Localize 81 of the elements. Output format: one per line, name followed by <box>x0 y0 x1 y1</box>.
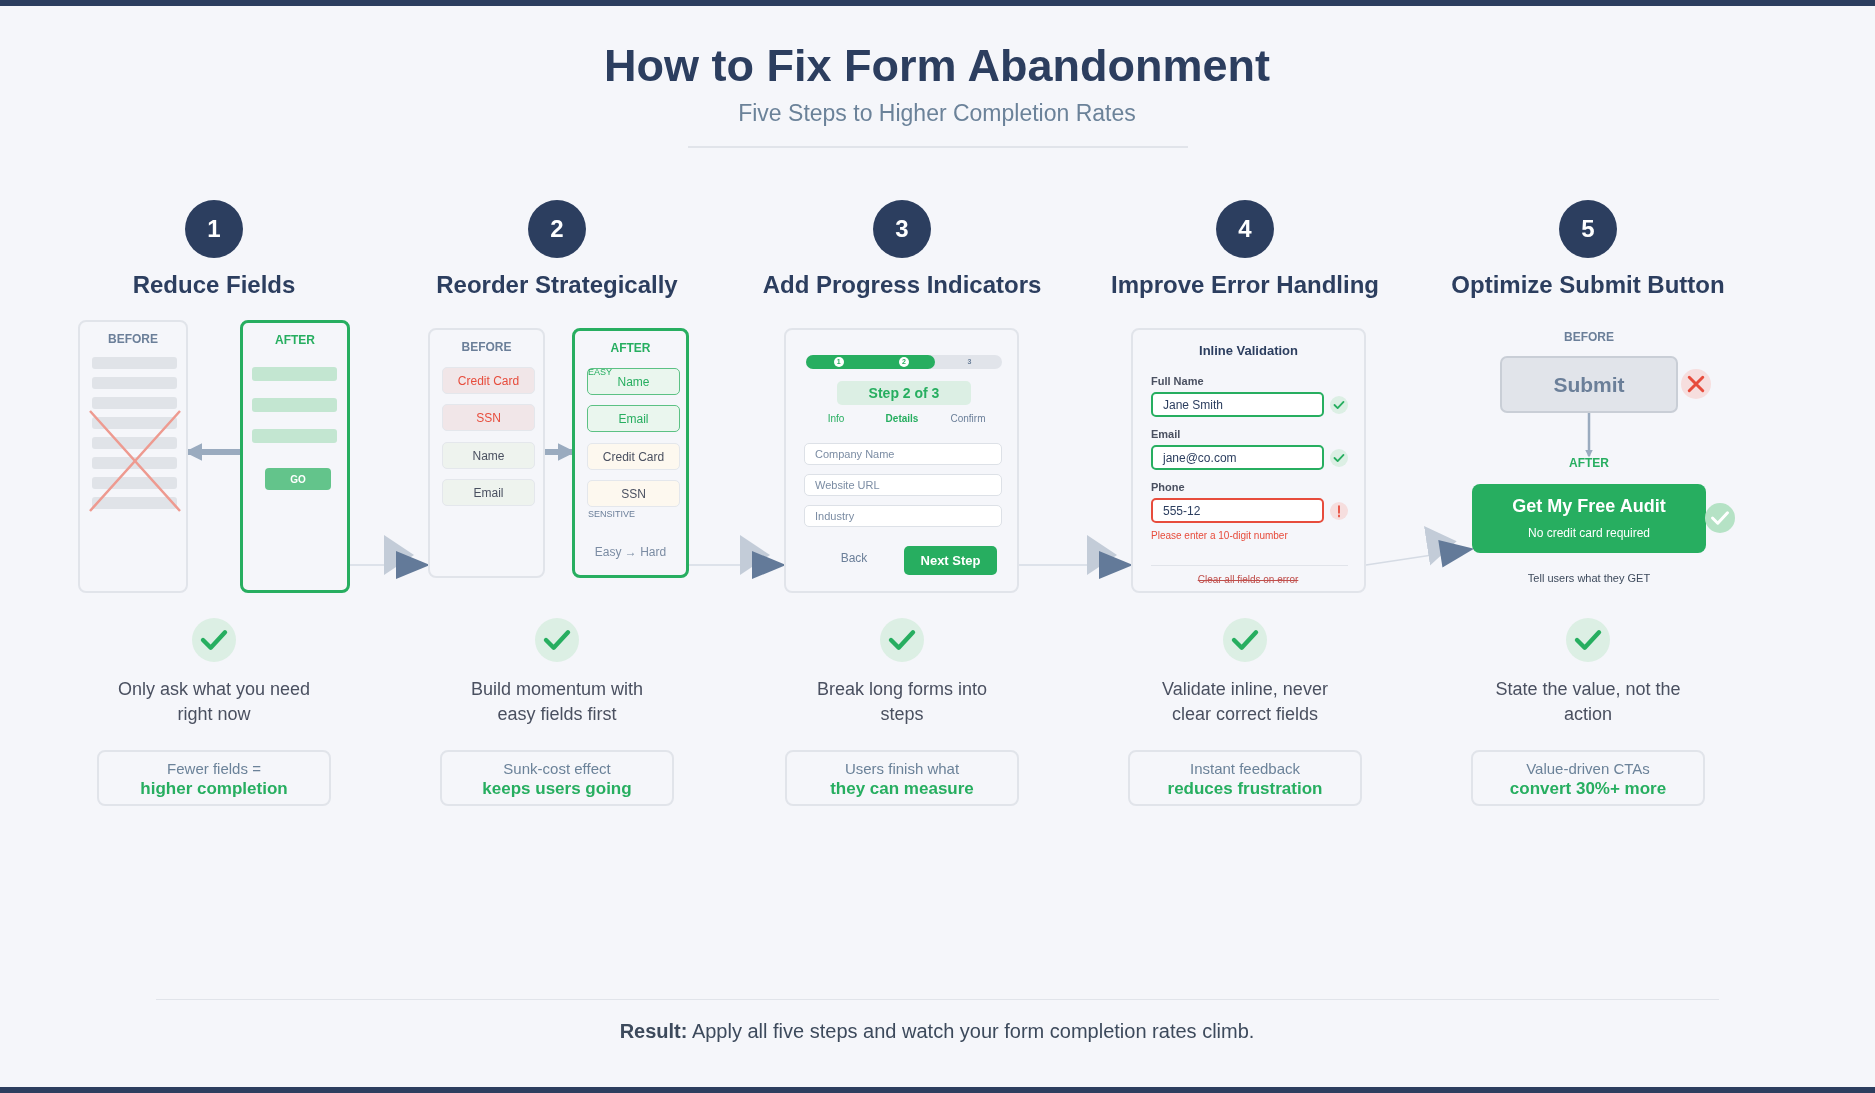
step-label: Info <box>827 413 845 424</box>
panel-heading: BEFORE <box>107 332 159 346</box>
panel-heading: BEFORE <box>460 340 513 354</box>
after-label: AFTER <box>1569 456 1609 470</box>
result-highlight: higher completion <box>140 779 288 799</box>
result-note: Fewer fields = <box>167 760 261 777</box>
step-counter: Step 2 of 3 <box>837 381 971 405</box>
step-number-badge: 1 <box>185 200 243 258</box>
panel-note: Easy → Hard <box>594 545 667 559</box>
field-label: Email <box>1151 428 1181 440</box>
form-field <box>587 368 680 395</box>
result-highlight: they can measure <box>830 779 974 799</box>
subtitle: Five Steps to Higher Completion Rates <box>738 100 1136 127</box>
mockup-card <box>784 328 1019 593</box>
step-description: State the value, not the action <box>1494 678 1682 726</box>
form-field: Email <box>587 405 680 432</box>
progress-bar <box>806 355 1002 369</box>
result-highlight: keeps users going <box>482 779 632 799</box>
mockup-card <box>572 328 689 578</box>
step-description: Validate inline, never clear correct fields <box>1161 678 1329 726</box>
button-title: Get My Free Audit <box>1512 496 1666 517</box>
arrow <box>1585 413 1593 458</box>
side-note: Please enter a 10-digit number <box>1151 530 1288 541</box>
mockup-card <box>78 320 188 593</box>
back-link: Back <box>840 551 868 565</box>
input-field: Company Name <box>804 443 1002 465</box>
submit-button: Submit <box>1500 356 1678 413</box>
step-number-badge: 5 <box>1559 200 1617 258</box>
step-description: Break long forms into steps <box>815 678 989 726</box>
form-field: SSN <box>442 404 535 431</box>
form-field: Email <box>442 479 535 506</box>
button-subtext: No credit card required <box>1527 526 1651 540</box>
node-label: SSN <box>621 486 646 501</box>
result-highlight: convert 30%+ more <box>1509 779 1667 799</box>
result-highlight: reduces frustration <box>1167 779 1323 799</box>
result-text: Result: Apply all five steps and watch your form completion rates climb. <box>619 1020 1255 1043</box>
step-heading: Add Progress Indicators <box>762 271 1042 299</box>
step-heading: Improve Error Handling <box>1111 271 1379 299</box>
before-label: BEFORE <box>1564 330 1614 344</box>
mockup-card <box>1131 328 1366 593</box>
panel-heading: AFTER <box>609 341 652 355</box>
button: GO <box>265 468 331 490</box>
next-button: Next Step <box>904 546 997 575</box>
input-field: jane@co.com <box>1151 445 1324 470</box>
step-heading: Reduce Fields <box>132 271 296 299</box>
strikethrough-note: Clear all fields on error <box>1197 574 1299 585</box>
mockup-card <box>428 328 545 578</box>
result-note: Users finish what <box>844 760 960 777</box>
side-note: SENSITIVE <box>588 509 635 519</box>
panel-heading: Inline Validation <box>1198 343 1299 358</box>
field-tag: EASY <box>588 367 612 377</box>
mockup-card <box>240 320 350 593</box>
input-field: Jane Smith <box>1151 392 1324 417</box>
form-field: Credit Card <box>587 443 680 470</box>
field-label: Phone <box>1151 481 1185 493</box>
step-number-badge: 4 <box>1216 200 1274 258</box>
chevron-arrow <box>688 535 786 579</box>
step-label: Details <box>885 413 919 424</box>
field-label: Full Name <box>1151 375 1204 387</box>
input-field: Industry <box>804 505 1002 527</box>
chevron-arrow <box>1365 525 1474 568</box>
input-field: Website URL <box>804 474 1002 496</box>
side-note: Tell users what they GET <box>1527 572 1651 584</box>
step-heading: Optimize Submit Button <box>1451 271 1725 299</box>
step-heading: Reorder Strategically <box>436 271 678 299</box>
result-note: Value-driven CTAs <box>1526 760 1650 777</box>
form-field: Name <box>442 442 535 469</box>
step-description: Build momentum with easy fields first <box>469 678 645 726</box>
chevron-arrow <box>349 535 430 579</box>
step-number-badge: 2 <box>528 200 586 258</box>
step-number-badge: 3 <box>873 200 931 258</box>
step-description: Only ask what you need right now <box>116 678 312 726</box>
chevron-arrow <box>1018 535 1133 579</box>
input-field: 555-12 <box>1151 498 1324 523</box>
title: How to Fix Form Abandonment <box>604 40 1270 92</box>
step-label: Confirm <box>950 413 986 424</box>
form-field: Credit Card <box>442 367 535 394</box>
field-text: Name <box>617 374 650 389</box>
panel-heading: AFTER <box>274 333 316 347</box>
result-note: Instant feedback <box>1189 760 1301 777</box>
result-note: Sunk-cost effect <box>503 760 611 777</box>
